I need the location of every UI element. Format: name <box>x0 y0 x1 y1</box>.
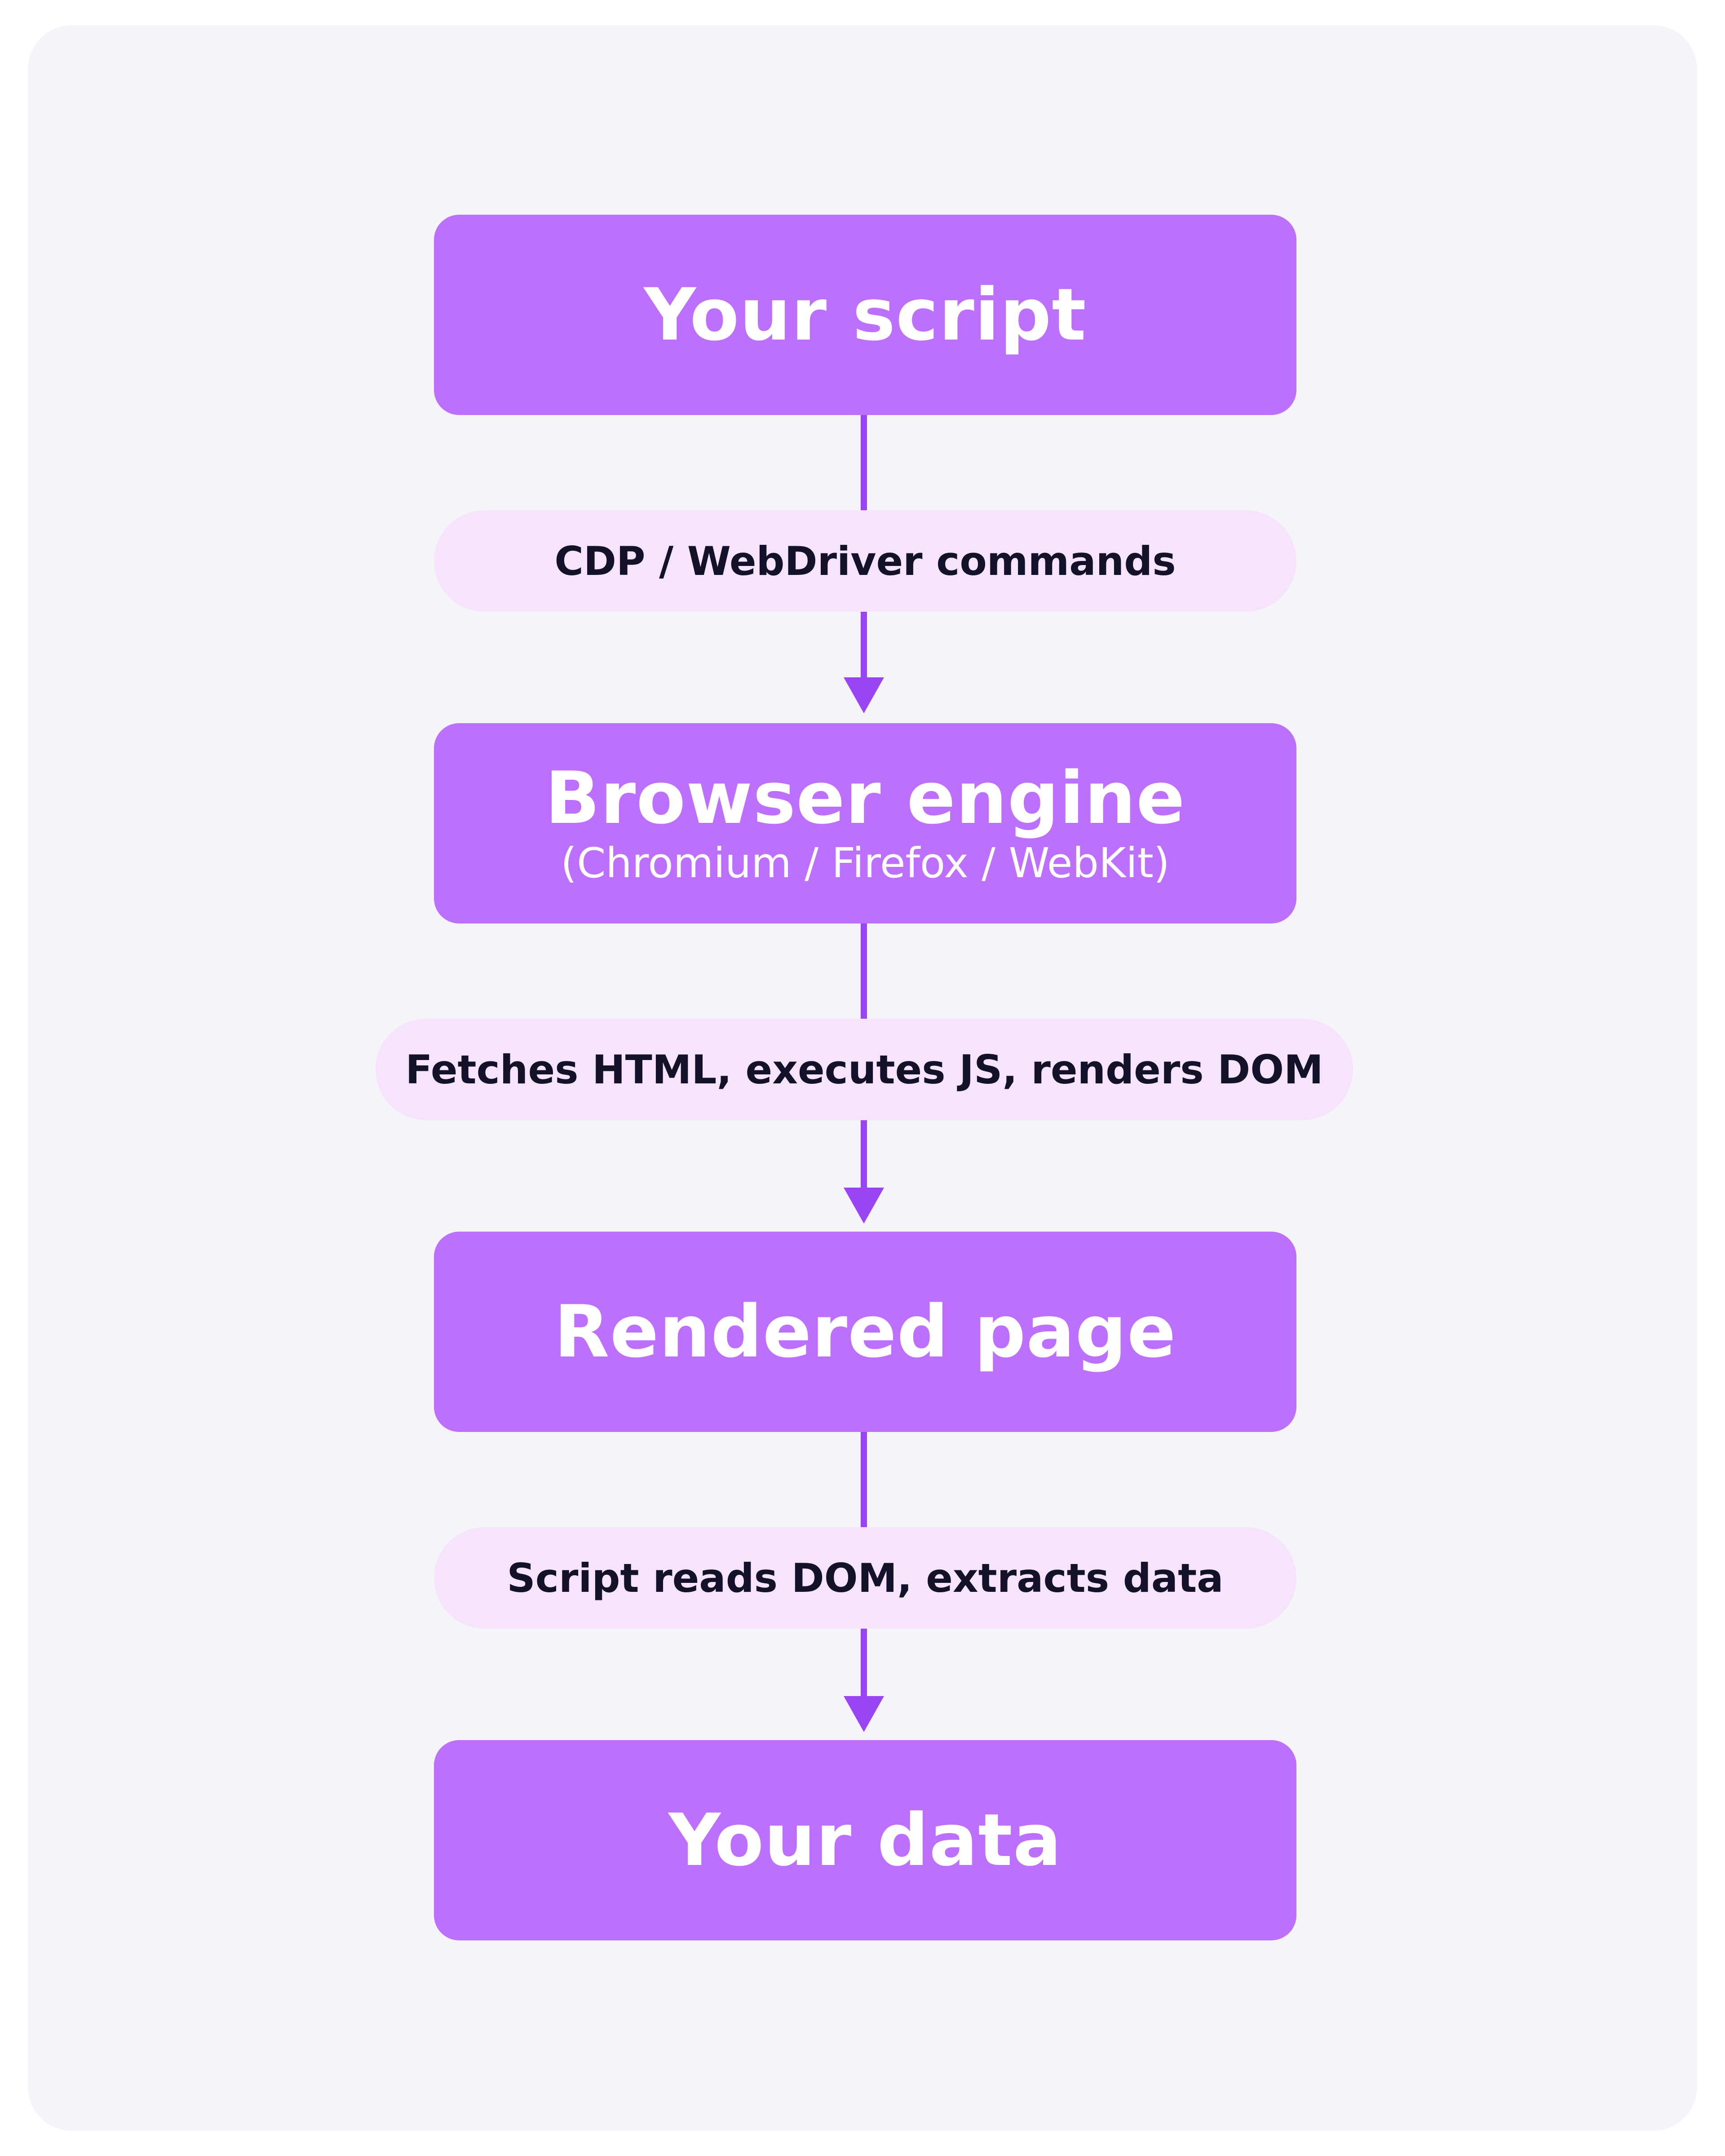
connector-line-3b <box>861 1629 867 1696</box>
node-browser-engine: Browser engine (Chromium / Firefox / Web… <box>434 723 1296 923</box>
node-title: Browser engine <box>545 756 1185 840</box>
connector-line-1a <box>861 415 867 512</box>
node-subtitle: (Chromium / Firefox / WebKit) <box>561 839 1170 888</box>
node-rendered-page: Rendered page <box>434 1232 1296 1432</box>
node-your-script: Your script <box>434 215 1296 415</box>
edge-label-fetches-renders: Fetches HTML, executes JS, renders DOM <box>376 1019 1353 1120</box>
arrowhead-2 <box>844 1188 884 1224</box>
edge-label-reads-extracts: Script reads DOM, extracts data <box>434 1527 1296 1629</box>
edge-label-cdp-webdriver: CDP / WebDriver commands <box>434 510 1296 612</box>
connector-line-2b <box>861 1120 867 1188</box>
node-your-data: Your data <box>434 1740 1296 1940</box>
connector-line-3a <box>861 1432 867 1529</box>
node-title: Your data <box>668 1798 1062 1882</box>
node-title: Your script <box>644 273 1087 357</box>
node-title: Rendered page <box>554 1290 1177 1374</box>
arrowhead-1 <box>844 677 884 713</box>
connector-line-2a <box>861 923 867 1021</box>
connector-line-1b <box>861 611 867 678</box>
arrowhead-3 <box>844 1696 884 1732</box>
